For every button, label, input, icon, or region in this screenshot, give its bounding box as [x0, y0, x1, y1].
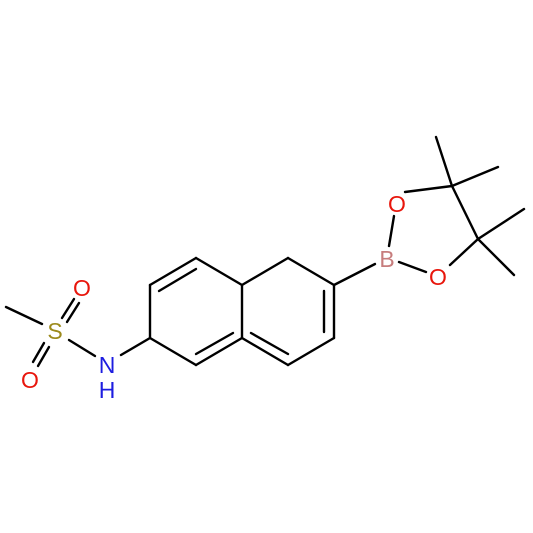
bond-inner-c8a-c7	[194, 331, 235, 356]
bond-methyl-1	[434, 135, 454, 188]
bond-o-top-c	[403, 184, 454, 194]
atom-label-layer: O S O N H B O O	[21, 191, 447, 403]
bond-methyl-3	[476, 207, 526, 241]
bond-c8-c8a	[240, 336, 290, 367]
bond-layer	[4, 135, 526, 368]
atom-label-boron: B	[379, 246, 394, 272]
bond-c-o-bottom	[448, 237, 480, 267]
bond-c4a-c1	[240, 256, 290, 287]
bond-o-bottom-b	[397, 260, 428, 274]
bond-c3-c8	[286, 336, 336, 367]
bond-inner-c8-c8a	[249, 331, 290, 356]
atom-label-amine-n: N	[99, 352, 116, 378]
bond-s-o-bottom-b	[36, 345, 51, 368]
bond-c-c	[450, 184, 480, 241]
bond-inner-c5-c4	[157, 267, 198, 293]
bond-c1-c2	[286, 256, 336, 287]
bond-s-o-top-b	[65, 301, 81, 324]
bond-c8a-c7	[194, 336, 244, 367]
atom-label-amine-h: H	[99, 377, 116, 403]
bond-s-o-bottom-a	[31, 341, 46, 364]
bond-c4-c4a	[194, 256, 244, 287]
bond-c7-c6	[148, 336, 198, 367]
bond-c2-b	[332, 262, 377, 287]
bond-b-o-top	[387, 214, 396, 248]
atom-label-sulfonyl-o-bottom: O	[21, 367, 39, 393]
bond-s-n	[67, 338, 97, 358]
atom-label-ring-o-bottom: O	[429, 264, 447, 290]
bond-methyl-s	[4, 305, 44, 326]
bond-n-c6	[119, 336, 152, 357]
bond-methyl-2	[450, 165, 500, 188]
bond-c5-c4	[148, 256, 198, 287]
atom-label-ring-o-top: O	[388, 191, 406, 217]
atom-label-sulfur: S	[47, 318, 62, 344]
atom-label-sulfonyl-o-top: O	[73, 275, 91, 301]
bond-methyl-4	[476, 237, 516, 277]
bond-s-o-top-a	[60, 297, 76, 320]
